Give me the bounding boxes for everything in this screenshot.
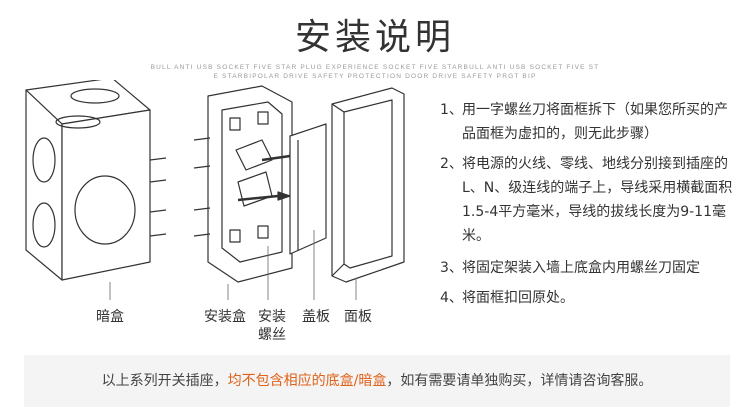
installation-diagram: 暗盒 安装盒 安装 螺丝 盖板 面板	[0, 77, 440, 350]
label-screw-line2: 螺丝	[258, 327, 286, 343]
step-text: 用一字螺丝刀将面框拆下（如果您所买的产品面框为虚扣的，则无此步骤）	[462, 102, 728, 142]
label-cover-plate: 盖板	[302, 309, 330, 325]
label-screw-line1: 安装	[258, 309, 286, 325]
notice-text-before: 以上系列开关插座，	[101, 373, 228, 389]
step-number: 2、	[440, 156, 463, 172]
step-3: 3、 将固定架装入墙上底盒内用螺丝刀固定	[440, 256, 700, 280]
tagline-line2: E STARBIPOLAR DRIVE SAFETY PROTECTION DO…	[213, 73, 537, 80]
step-number: 1、	[440, 102, 463, 118]
page-title: 安装说明	[294, 17, 455, 58]
cover-plate-drawing	[289, 123, 327, 255]
step-text: 将固定架装入墙上底盒内用螺丝刀固定	[462, 260, 700, 276]
tagline-line1: BULL ANTI USB SOCKET FIVE STAR PLUG EXPE…	[150, 64, 600, 71]
step-number: 4、	[440, 290, 463, 306]
notice-text-after: ，如有需要请单独购买，详情请咨询客服。	[386, 373, 653, 389]
step-text: 将电源的火线、零线、地线分别接到插座的L、N、级连线的端子上，导线采用横截面积1…	[462, 156, 733, 244]
notice-highlight: 均不包含相应的底盒/暗盒	[227, 373, 387, 389]
panel-drawing	[331, 87, 405, 283]
label-dark-box: 暗盒	[96, 309, 124, 325]
step-2: 2、 将电源的火线、零线、地线分别接到插座的L、N、级连线的端子上，导线采用横截…	[440, 152, 740, 248]
step-4: 4、 将面框扣回原处。	[440, 286, 574, 310]
label-leaders	[109, 230, 357, 300]
label-panel: 面板	[344, 309, 372, 325]
mount-box-drawing	[193, 85, 293, 283]
notice-banner: 以上系列开关插座，均不包含相应的底盒/暗盒，如有需要请单独购买，详情请咨询客服。	[24, 355, 730, 407]
step-text: 将面框扣回原处。	[462, 290, 574, 306]
step-number: 3、	[440, 260, 463, 276]
installation-illustration	[25, 77, 405, 300]
label-mount-box: 安装盒	[204, 309, 246, 325]
dark-box-drawing	[25, 77, 167, 281]
step-1: 1、 用一字螺丝刀将面框拆下（如果您所买的产品面框为虚扣的，则无此步骤）	[440, 98, 740, 146]
